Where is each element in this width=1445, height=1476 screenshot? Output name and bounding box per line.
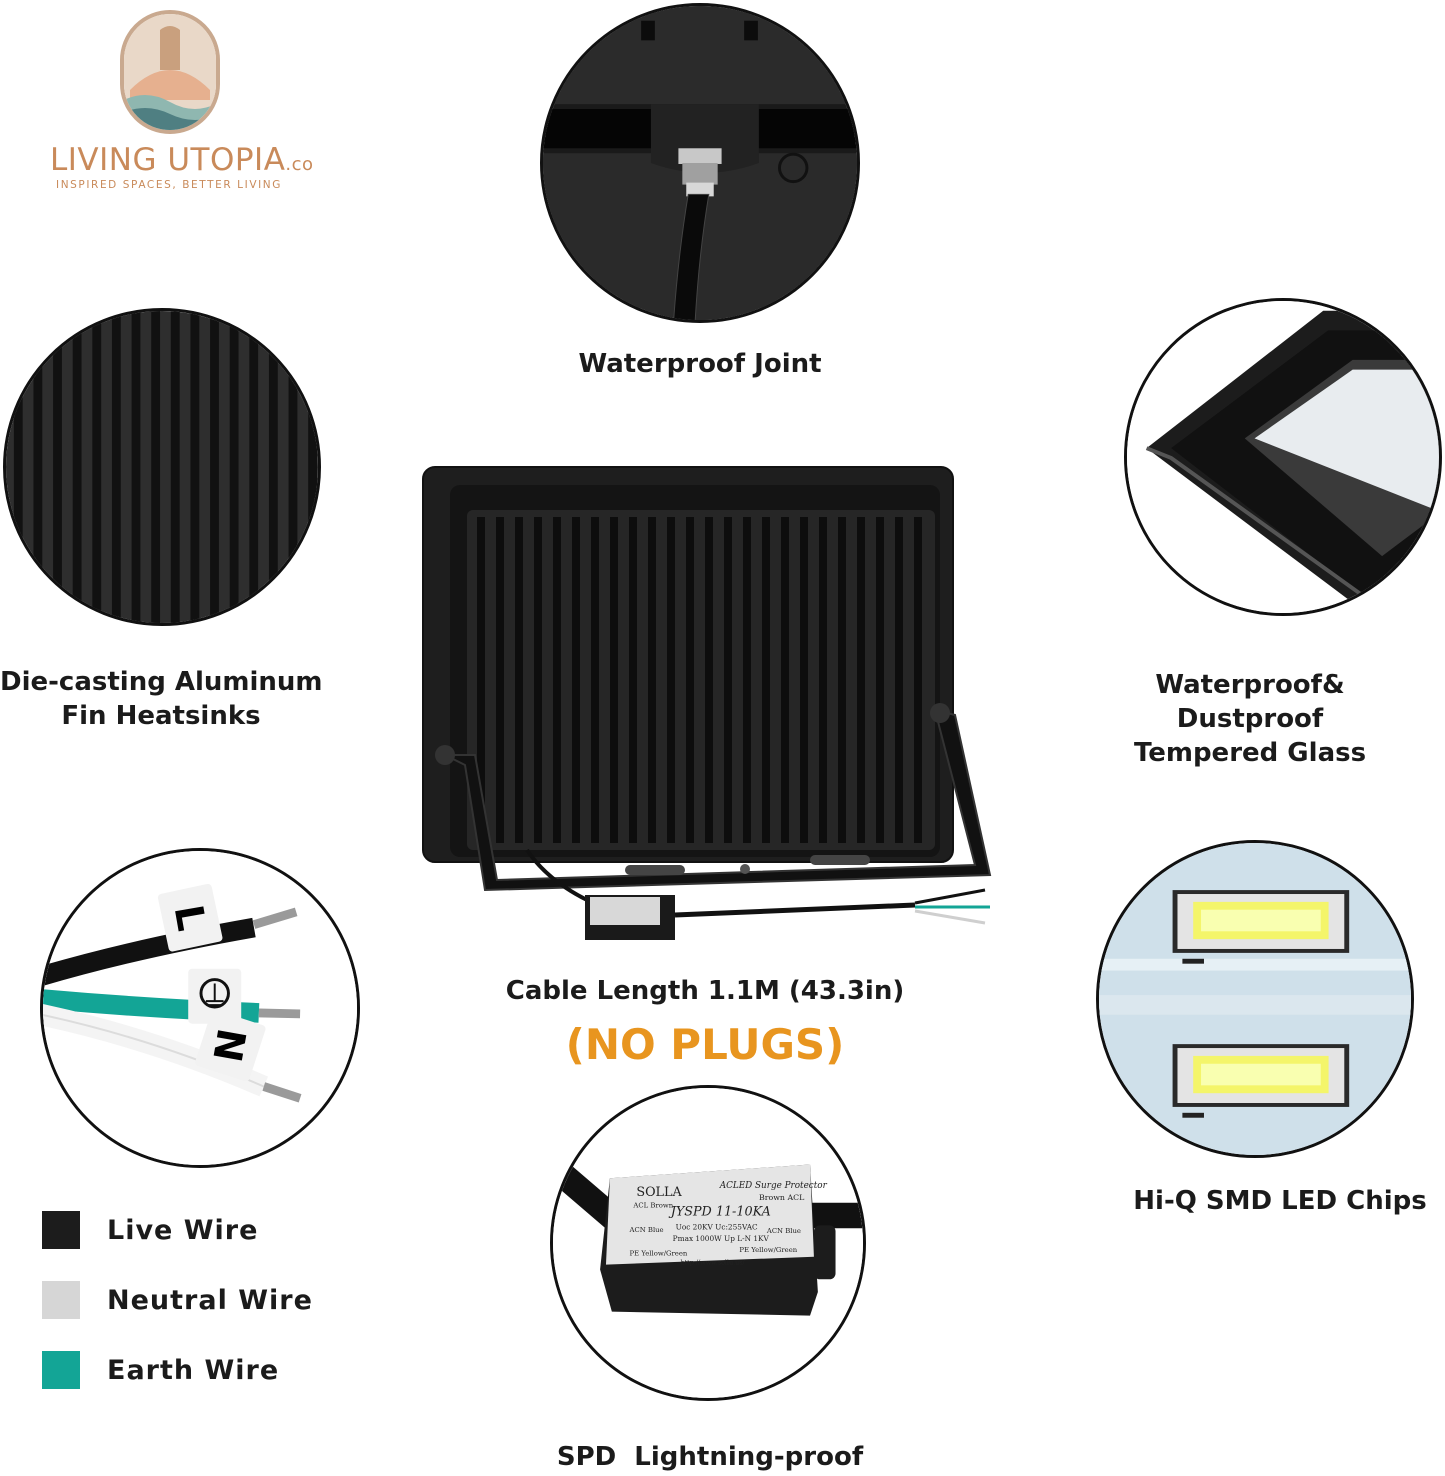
tempered-glass-caption: Waterproof& Dustproof Tempered Glass — [1100, 668, 1400, 770]
heatsink-fins-icon — [6, 311, 318, 623]
logo-emblem-icon — [120, 10, 220, 134]
logo-name-text: LIVING UTOPIA — [50, 142, 286, 178]
waterproof-joint-text: Waterproof Joint — [578, 349, 822, 379]
spd-image: SOLLA ACLED Surge Protector Brown ACL AC… — [550, 1085, 866, 1401]
led-chips-image — [1096, 840, 1414, 1158]
heatsink-caption: Die-casting Aluminum Fin Heatsinks — [0, 665, 323, 733]
glass-text-line3: Tempered Glass — [1133, 738, 1367, 768]
spd-spec2: Pmax 1000W Up L-N 1KV — [673, 1234, 770, 1243]
cable-length-caption: Cable Length 1.1M (43.3in) — [480, 974, 930, 1008]
no-plugs-caption: (NO PLUGS) — [480, 1020, 930, 1070]
logo-name: LIVING UTOPIA.co — [50, 142, 314, 178]
cable-length-text: Cable Length 1.1M (43.3in) — [505, 976, 905, 1006]
live-wire-swatch — [42, 1211, 80, 1249]
heatsink-text-line1: Die-casting Aluminum — [0, 667, 323, 697]
spd-url: http://www.sollu.us/ — [681, 1259, 746, 1267]
cable-gland-icon — [543, 6, 857, 320]
heatsink-text-line2: Fin Heatsinks — [61, 701, 261, 731]
spd-acn: ACN Blue — [629, 1226, 664, 1234]
neutral-wire-tag: N — [203, 1025, 253, 1065]
waterproof-joint-caption: Waterproof Joint — [520, 347, 880, 381]
legend-label: Live Wire — [107, 1214, 259, 1246]
brand-logo: LIVING UTOPIA.co INSPIRED SPACES, BETTER… — [50, 10, 320, 195]
led-chip-icon — [1099, 843, 1411, 1155]
glass-corner-icon — [1127, 301, 1439, 613]
spd-brand: SOLLA — [636, 1185, 682, 1200]
waterproof-joint-image — [540, 3, 860, 323]
neutral-wire-swatch — [42, 1281, 80, 1319]
glass-text-line1: Waterproof& — [1155, 670, 1345, 700]
wires-image: L N — [40, 848, 360, 1168]
tempered-glass-image — [1124, 298, 1442, 616]
spd-title: ACLED Surge Protector — [719, 1181, 828, 1191]
legend-item-earth: Earth Wire — [42, 1350, 279, 1390]
floodlight-image — [415, 445, 1005, 955]
spd-pe-left: PE Yellow/Green — [630, 1250, 688, 1258]
logo-tagline: INSPIRED SPACES, BETTER LIVING — [56, 179, 282, 191]
legend-label: Earth Wire — [107, 1354, 280, 1386]
spd-caption: SPD Lightning-proof — [520, 1440, 900, 1474]
legend-label: Neutral Wire — [107, 1284, 313, 1316]
wires-icon: L N — [43, 851, 357, 1165]
spd-pe-right: PE Yellow/Green — [739, 1246, 797, 1254]
no-plugs-text: (NO PLUGS) — [565, 1020, 845, 1069]
spd-brown-acl: Brown ACL — [759, 1193, 805, 1202]
spd-spec1: Uoc 20KV Uc:255VAC — [676, 1222, 758, 1231]
spd-text: SPD Lightning-proof — [556, 1442, 864, 1472]
spd-acn-blue: ACN Blue — [766, 1227, 801, 1235]
led-chips-text: Hi-Q SMD LED Chips — [1133, 1186, 1427, 1216]
spd-acl: ACL Brown — [632, 1202, 673, 1210]
floodlight-back-icon — [422, 466, 992, 940]
logo-suffix: .co — [285, 154, 314, 175]
glass-text-line2: Dustproof — [1176, 704, 1324, 734]
legend-item-neutral: Neutral Wire — [42, 1280, 313, 1320]
heatsink-image — [3, 308, 321, 626]
legend-item-live: Live Wire — [42, 1210, 258, 1250]
led-chips-caption: Hi-Q SMD LED Chips — [1120, 1184, 1440, 1218]
earth-wire-swatch — [42, 1351, 80, 1389]
surge-protector-icon: SOLLA ACLED Surge Protector Brown ACL AC… — [553, 1088, 863, 1398]
spd-model: JYSPD 11-10KA — [668, 1205, 771, 1220]
